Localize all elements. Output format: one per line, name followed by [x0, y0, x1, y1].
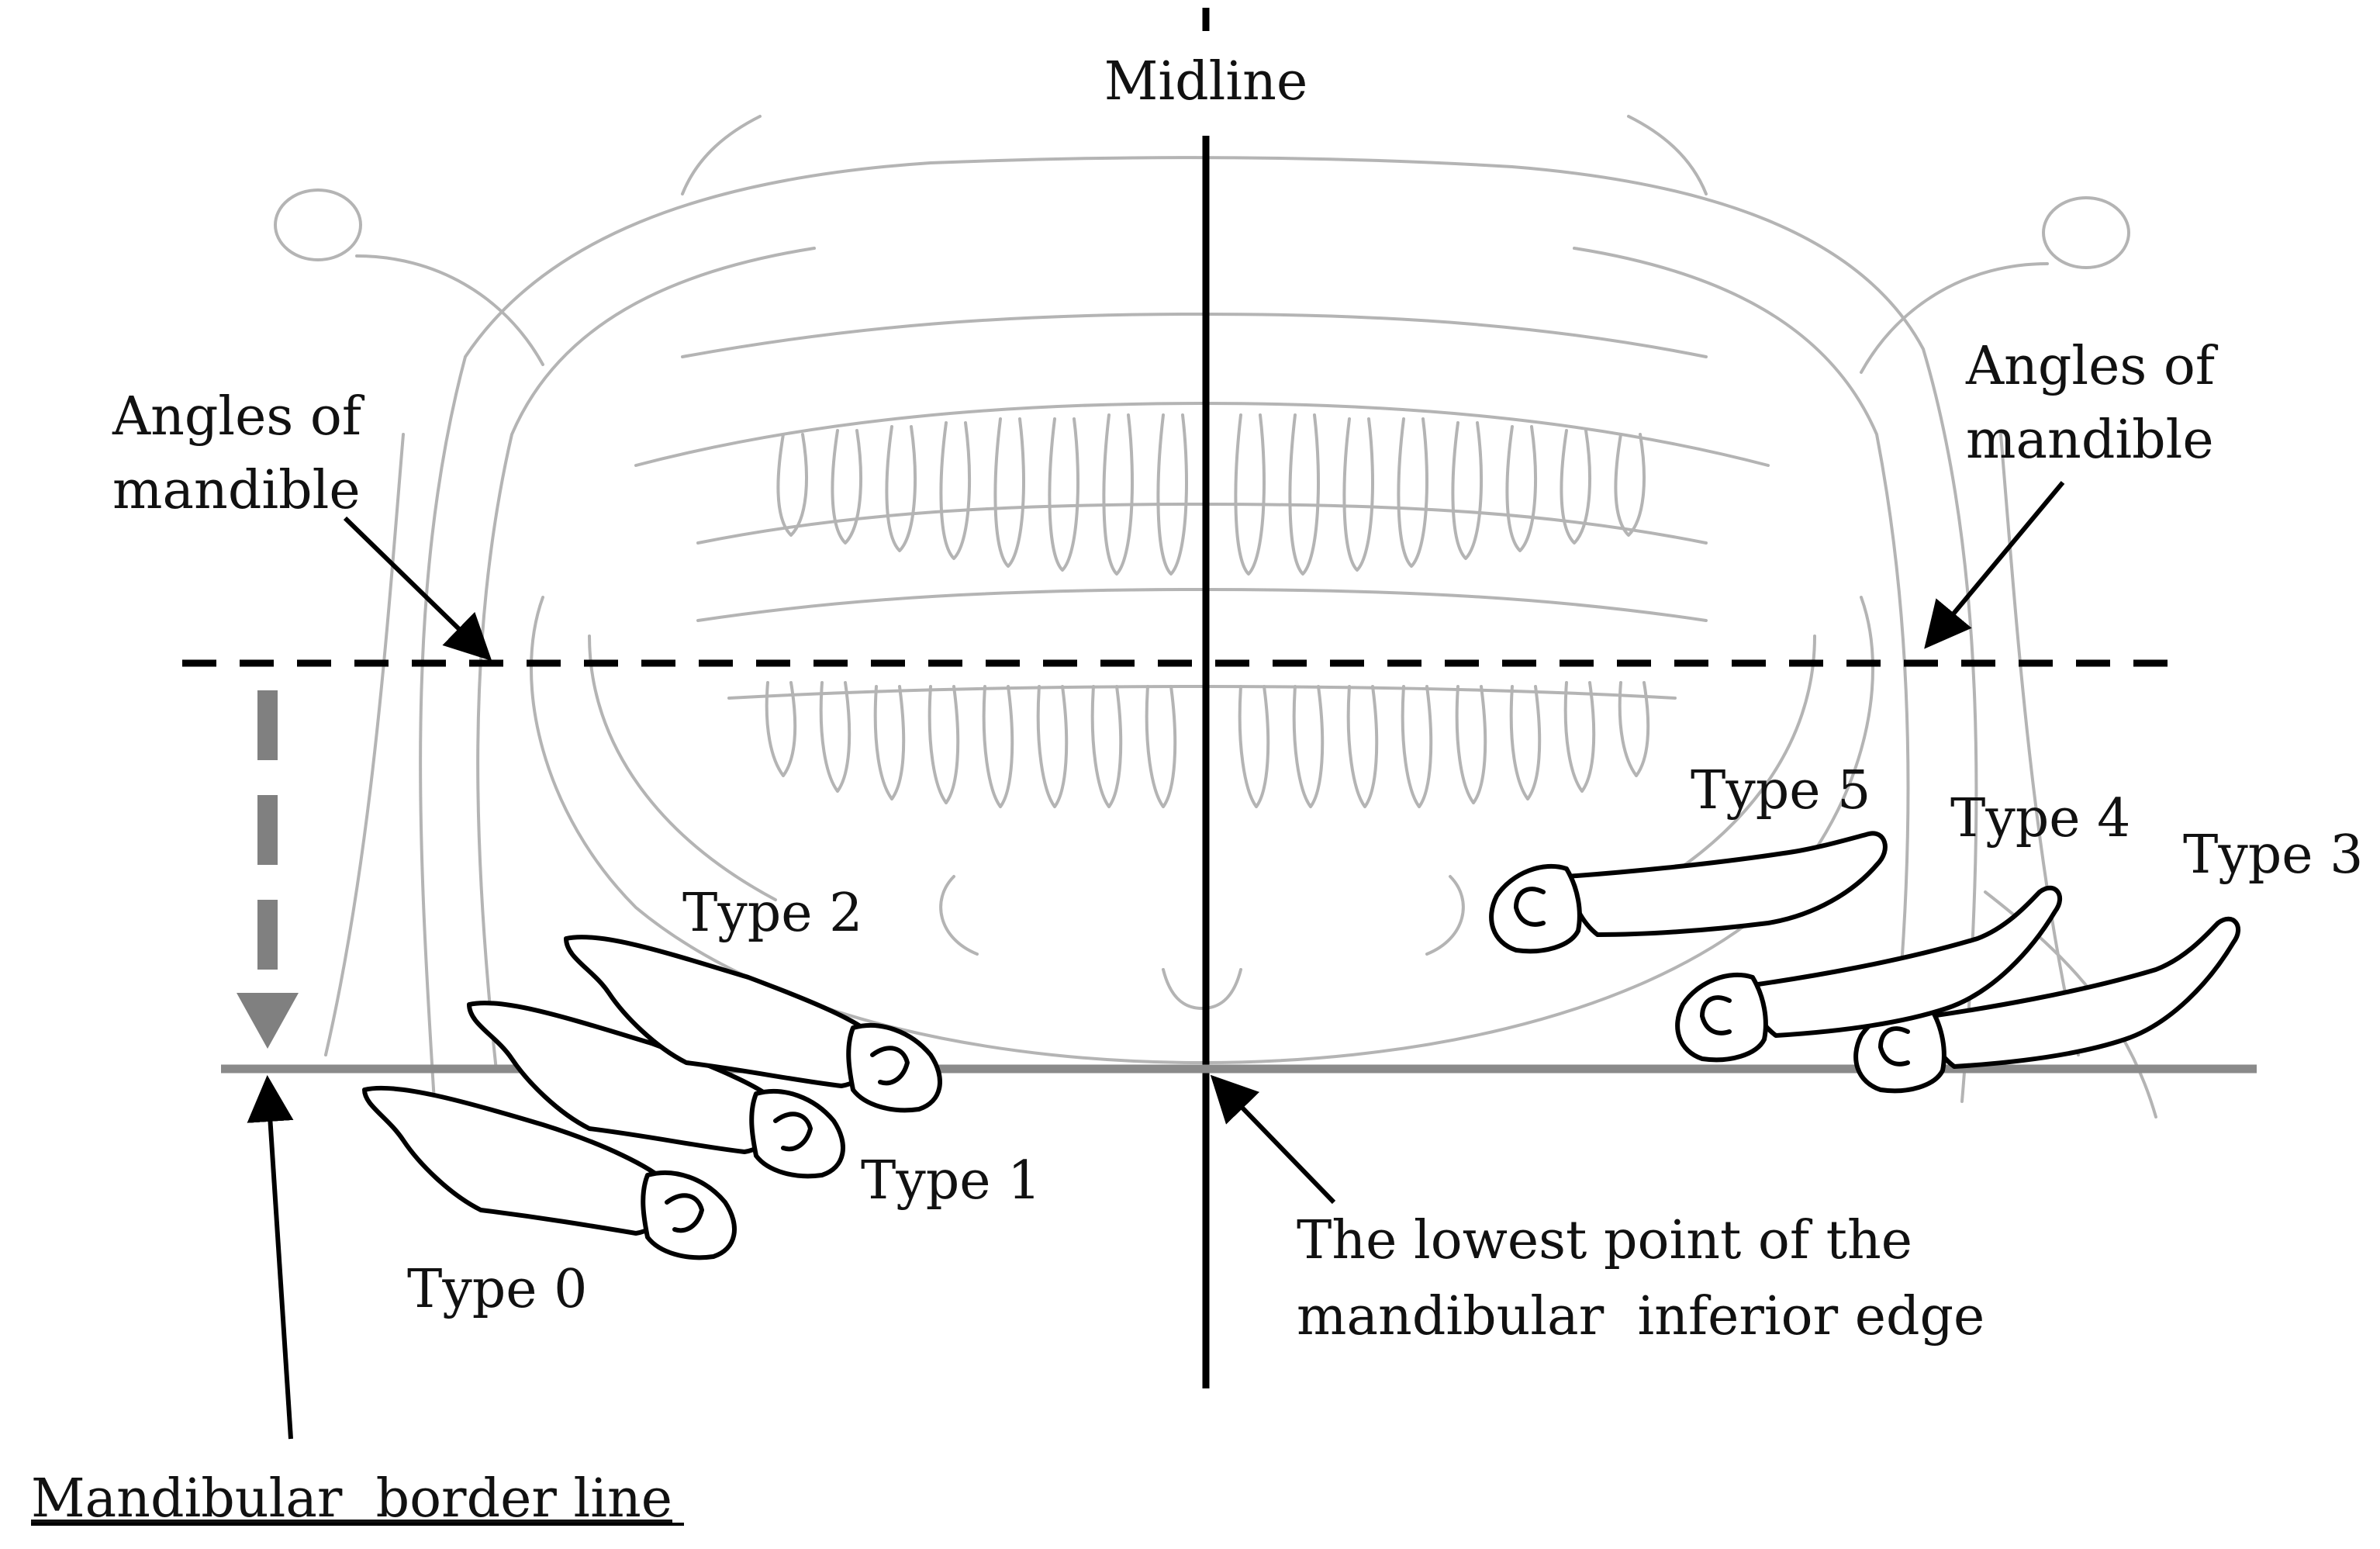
angle-left-pointer-arrow	[343, 516, 492, 662]
type-1-label: Type 1	[861, 1150, 1041, 1212]
angle-right-pointer-arrow	[1924, 481, 2065, 649]
vertical-guide-arrow	[237, 690, 299, 1049]
panoramic-jaw-sketch	[274, 115, 2157, 1119]
tooth-type-3	[1853, 916, 2240, 1094]
border-line-pointer-arrow	[247, 1075, 294, 1440]
tooth-type-0	[362, 1085, 737, 1260]
tooth-type-5	[1489, 831, 1888, 954]
type-3-label: Type 3	[2183, 825, 2363, 886]
midline-label: Midline	[1104, 51, 1307, 112]
lowest-point-label-line2: mandibular inferior edge	[1297, 1286, 1984, 1347]
tooth-type-1	[467, 1001, 845, 1179]
angles-left-label-line2: mandible	[112, 460, 361, 521]
lowest-point-label-line1: The lowest point of the	[1297, 1210, 1912, 1271]
angles-right-label-line2: mandible	[1966, 410, 2214, 471]
type-5-label: Type 5	[1691, 760, 1870, 821]
type-4-label: Type 4	[1950, 788, 2130, 849]
mandibular-border-line-label: Mandibular border line	[31, 1468, 672, 1530]
type-2-label: Type 2	[682, 883, 862, 944]
angles-right-label-line1: Angles of	[1965, 336, 2219, 397]
tooth-type-4	[1675, 885, 2062, 1063]
type-0-label: Type 0	[407, 1259, 587, 1320]
lowest-point-pointer-arrow	[1210, 1074, 1336, 1205]
tooth-type-2	[564, 935, 942, 1113]
angles-left-label-line1: Angles of	[112, 386, 365, 448]
